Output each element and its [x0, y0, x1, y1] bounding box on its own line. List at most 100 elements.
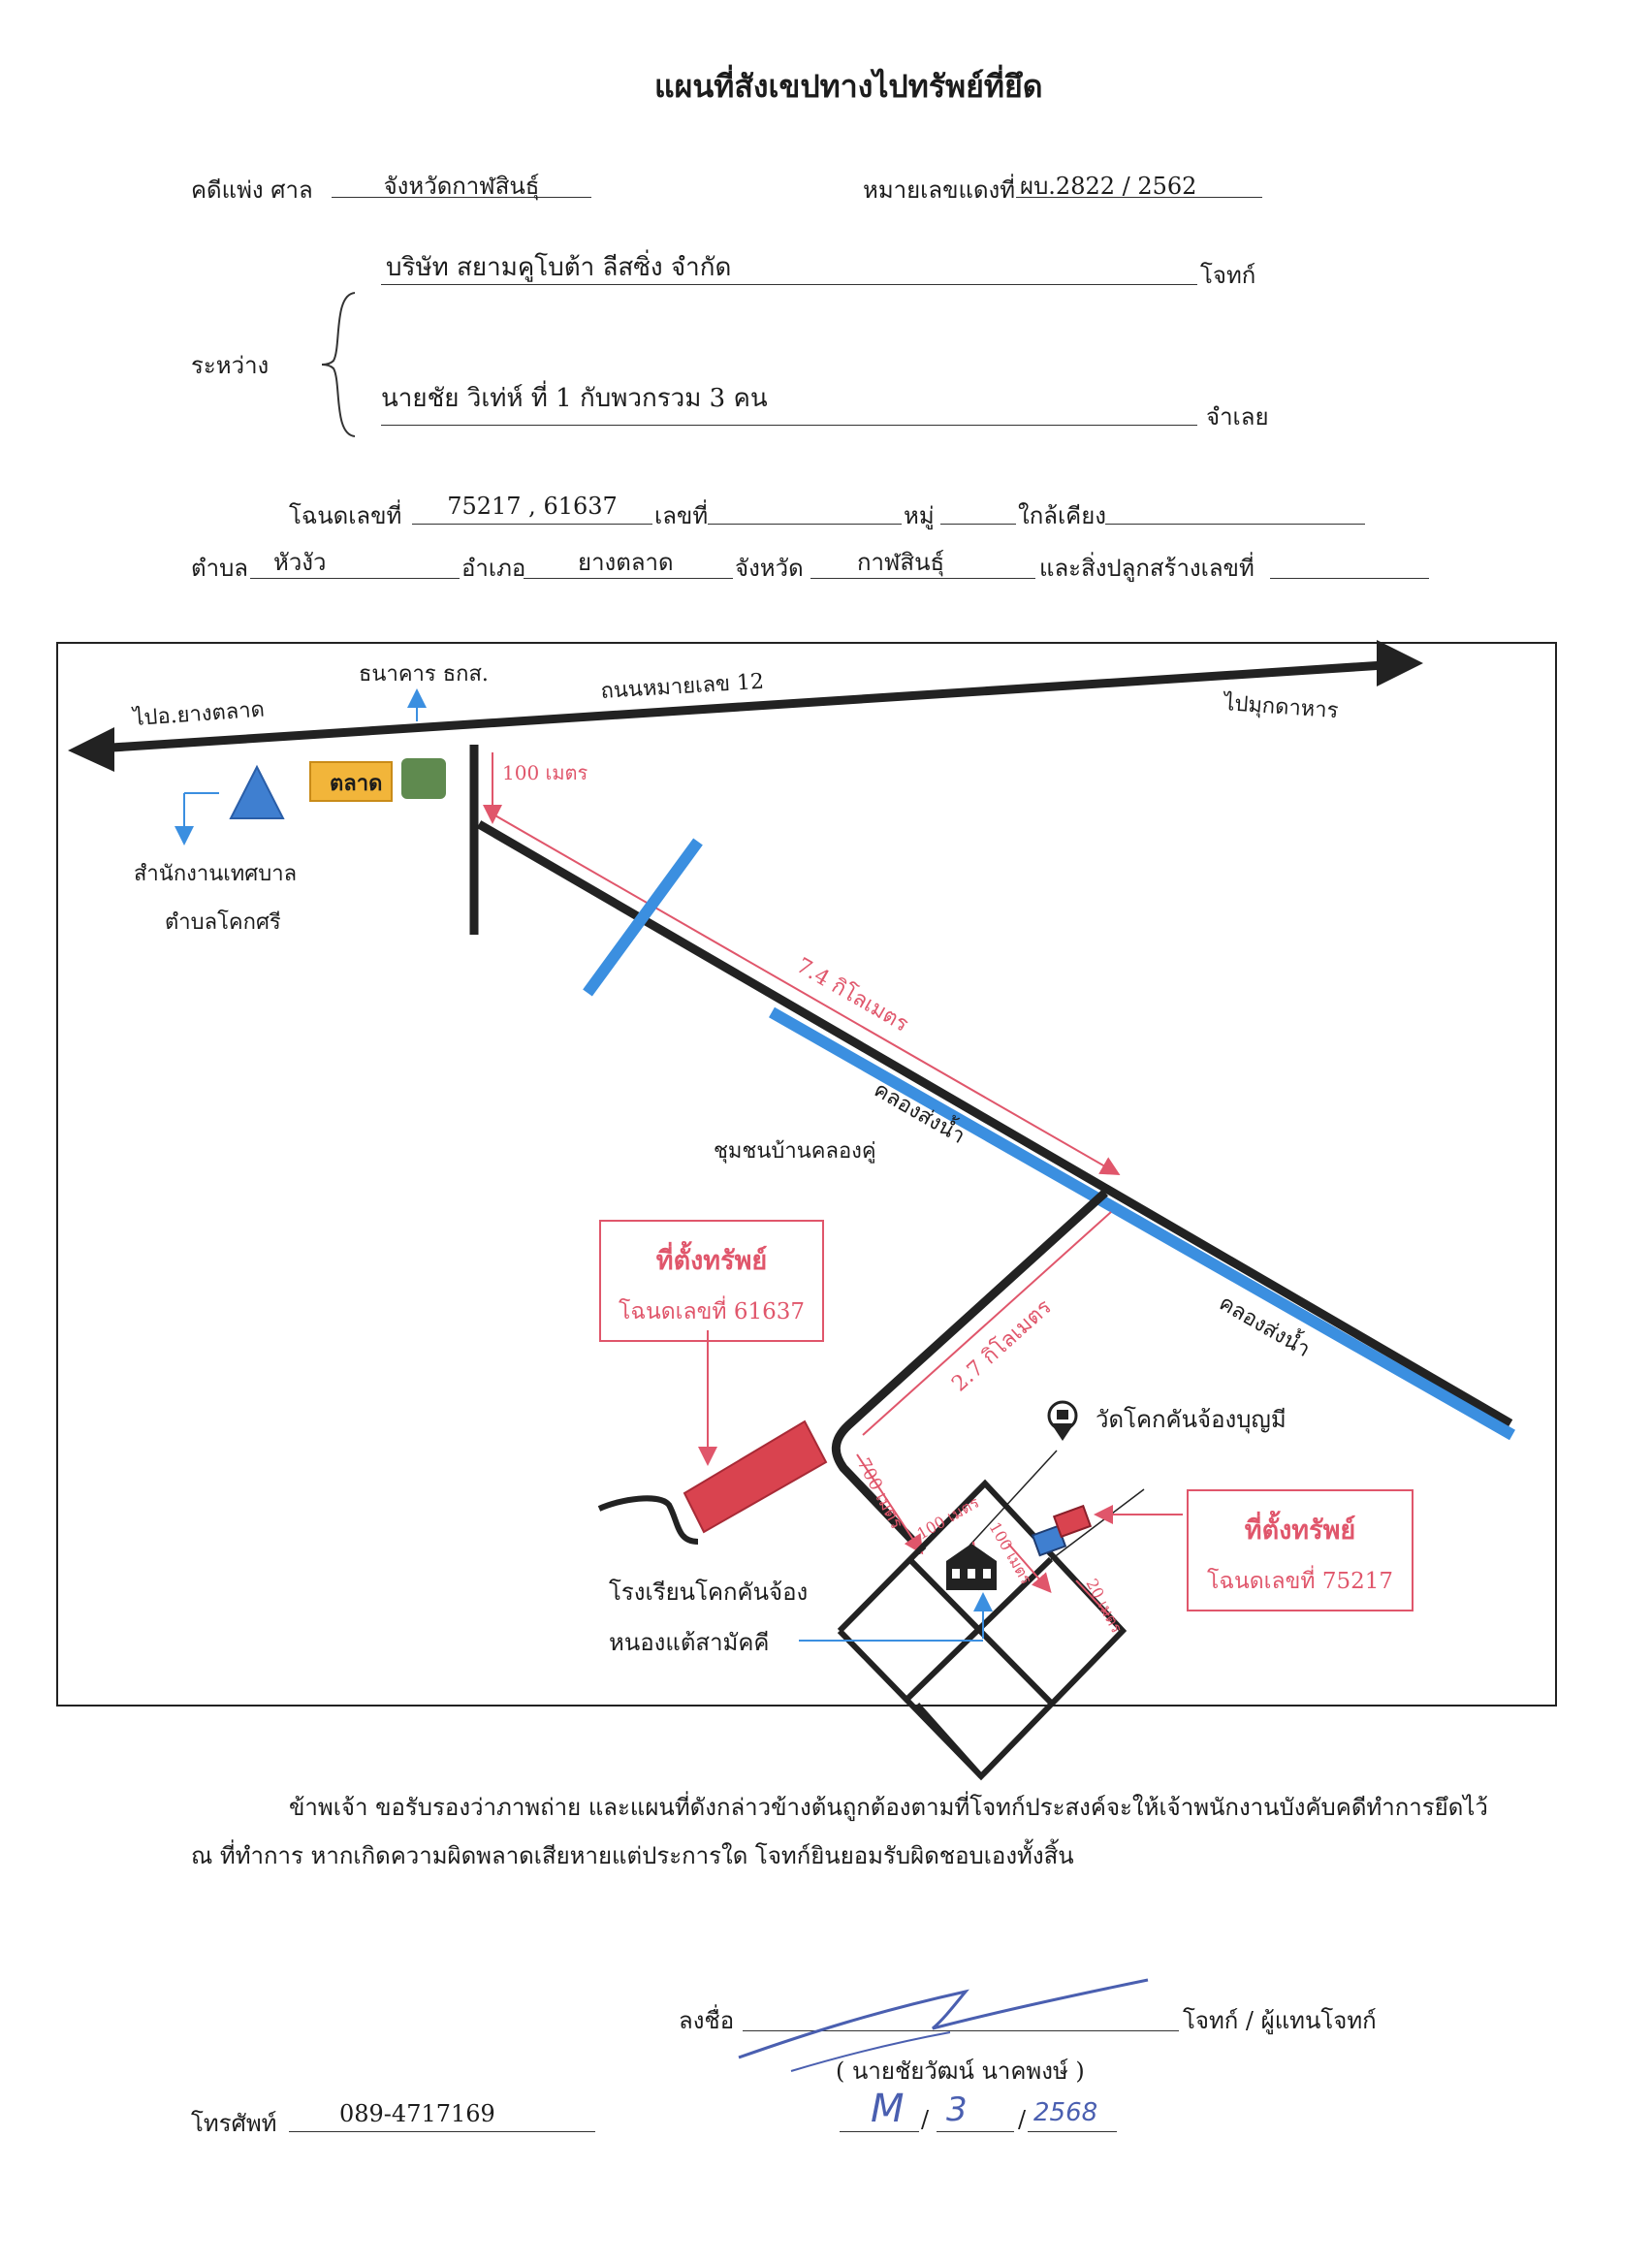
dist-7-4km-marker — [486, 810, 1121, 1175]
canal-parallel — [769, 1006, 1515, 1441]
diagonal-road — [476, 820, 1513, 1427]
phone-value: 089-4717169 — [339, 2100, 495, 2127]
office-triangle-icon — [229, 764, 285, 819]
phone-underline — [289, 2131, 595, 2132]
school-label-2: หนองแต้สามัคคี — [609, 1629, 769, 1656]
canal-cross — [583, 838, 703, 997]
moo-label: หมู่ — [904, 502, 935, 529]
prop1-deed: โฉนดเลขที่ 61637 — [619, 1299, 805, 1324]
map-frame — [56, 642, 1557, 1707]
property-61637-box: ที่ตั้งทรัพย์ โฉนดเลขที่ 61637 — [599, 1220, 824, 1342]
red-no-value: ผบ.2822 / 2562 — [1020, 173, 1197, 200]
near-underline — [1105, 524, 1365, 525]
highway-arrow-left-icon — [68, 727, 114, 772]
phone-label: โทรศัพท์ — [191, 2110, 277, 2137]
tambon-value: หัวงัว — [273, 549, 327, 576]
market-block — [309, 761, 393, 802]
sign-label: ลงชื่อ — [679, 2007, 735, 2034]
no-label: เลขที่ — [654, 502, 709, 529]
office-label-1: สำนักงานเทศบาล — [134, 862, 297, 886]
date-month: 3 — [946, 2090, 968, 2129]
temple-pin-icon — [1047, 1400, 1078, 1441]
sign-underline — [743, 2030, 1179, 2031]
deed-label: โฉนดเลขที่ — [289, 502, 402, 529]
date-underline-year — [1028, 2131, 1117, 2132]
dist-700m-marker — [856, 1453, 924, 1555]
province-value: กาฬสินธุ์ — [857, 549, 945, 576]
deed-underline — [412, 524, 652, 525]
temple-pointer-line — [969, 1450, 1058, 1547]
dist-2-7km-marker — [862, 1211, 1112, 1436]
deed-value: 75217 , 61637 — [447, 493, 618, 520]
province-label: จังหวัด — [735, 555, 804, 582]
court-label: คดีแพ่ง ศาล — [191, 176, 313, 204]
between-label: ระหว่าง — [191, 352, 270, 379]
branch-road — [831, 1189, 1109, 1555]
moo-underline — [940, 524, 1016, 525]
school-label-1: โรงเรียนโคกคันจ้อง — [609, 1579, 808, 1606]
tambon-underline — [250, 578, 460, 579]
property-75217-plot — [1052, 1504, 1093, 1539]
building-underline — [1270, 578, 1429, 579]
red-no-label: หมายเลขแดงที่ — [863, 176, 1016, 204]
court-value: จังหวัดกาฬสินธุ์ — [383, 173, 540, 200]
amphoe-value: ยางตลาด — [578, 549, 674, 576]
access-road-left — [597, 1495, 699, 1545]
dist-700m-label: 700 เมตร — [853, 1454, 907, 1532]
date-sep-2: / — [1018, 2106, 1027, 2133]
page-title: แผนที่สังเขปทางไปทรัพย์ที่ยึด — [654, 68, 1043, 105]
school-icon — [946, 1544, 997, 1590]
prop2-deed: โฉนดเลขที่ 75217 — [1207, 1569, 1393, 1594]
highway-road — [96, 660, 1385, 753]
date-day: M — [871, 2087, 905, 2131]
date-underline-month — [937, 2131, 1014, 2132]
province-underline — [810, 578, 1035, 579]
community-label: ชุมชนบ้านคลองคู่ — [714, 1139, 876, 1164]
amphoe-underline — [524, 578, 733, 579]
tambon-label: ตำบล — [191, 555, 249, 582]
market-label: ตลาด — [330, 771, 382, 796]
certification-line-2: ณ ที่ทำการ หากเกิดความผิดพลาดเสียหายแต่ป… — [191, 1842, 1074, 1869]
date-sep-1: / — [921, 2106, 930, 2133]
dist-100m-3-marker — [1007, 1543, 1052, 1594]
property-75217-box: ที่ตั้งทรัพย์ โฉนดเลขที่ 75217 — [1187, 1489, 1414, 1611]
building-label: และสิ่งปลูกสร้างเลขที่ — [1039, 555, 1255, 582]
court-underline — [332, 197, 591, 198]
amphoe-label: อำเภอ — [461, 555, 526, 582]
to-yangtalad-label: ไปอ.ยางตลาด — [131, 697, 266, 732]
bank-label: ธนาคาร ธกส. — [359, 662, 489, 686]
dist-7-4km-label: 7.4 กิโลเมตร — [792, 953, 913, 1037]
defendant-underline — [381, 425, 1197, 426]
certification-line-1: ข้าพเจ้า ขอรับรองว่าภาพถ่าย และแผนที่ดัง… — [289, 1794, 1488, 1821]
plaintiff-name: บริษัท สยามคูโบต้า ลีสซิ่ง จำกัด — [386, 253, 732, 282]
dist-100m-2-label: 100 เมตร — [914, 1492, 983, 1543]
dist-100m-label: 100 เมตร — [502, 761, 588, 784]
office-label-2: ตำบลโคกศรี — [165, 909, 281, 935]
dist-20m-marker — [1075, 1579, 1110, 1616]
dist-20m-label: 20 เมตร — [1082, 1576, 1126, 1637]
village-road-1 — [837, 1479, 1128, 1781]
defendant-name: นายชัย วิเท่ห์ ที่ 1 กับพวกรวม 3 คน — [381, 384, 768, 413]
prop2-title: ที่ตั้งทรัพย์ — [1244, 1515, 1356, 1546]
highway-arrow-right-icon — [1377, 640, 1423, 686]
sign-role: โจทก์ / ผู้แทนโจทก์ — [1183, 2007, 1377, 2034]
handwritten-signature — [738, 1978, 1149, 2072]
property-61637-plot — [683, 1420, 828, 1534]
plaintiff-role: โจทก์ — [1200, 262, 1256, 289]
village-road-4 — [914, 1703, 984, 1778]
no-underline — [708, 524, 902, 525]
prop1-title: ที่ตั้งทรัพย์ — [655, 1246, 768, 1276]
plaintiff-underline — [381, 284, 1197, 285]
sign-name: ( นายชัยวัฒน์ นาคพงษ์ ) — [836, 2058, 1085, 2085]
bank-block — [401, 758, 446, 799]
date-underline-day — [840, 2131, 919, 2132]
temple-pointer-line-2 — [1048, 1488, 1145, 1562]
red-no-underline — [1016, 197, 1262, 198]
highway-label: ถนนหมายเลข 12 — [600, 670, 765, 704]
temple-label: วัดโคกคันจ้องบุญมี — [1096, 1406, 1287, 1434]
to-mukdahan-label: ไปมุกดาหาร — [1222, 690, 1340, 723]
near-label: ใกล้เคียง — [1018, 502, 1106, 529]
date-year: 2568 — [1033, 2098, 1098, 2127]
brace-icon — [321, 292, 356, 437]
